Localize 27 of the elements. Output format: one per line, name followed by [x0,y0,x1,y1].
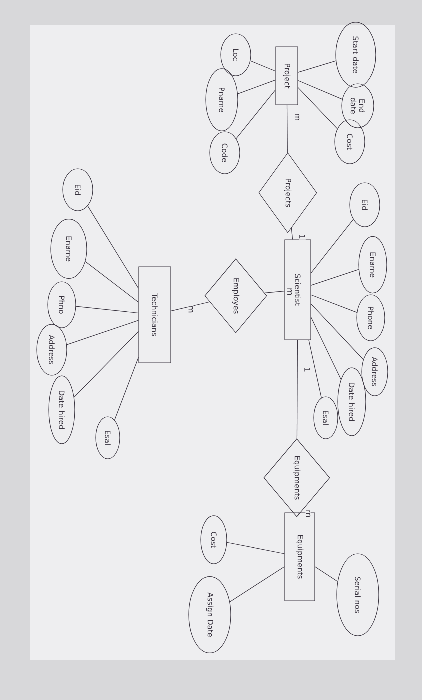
connector-line [298,88,338,130]
connector-line [311,304,364,360]
connector-line [230,566,285,602]
connector-line [298,512,299,516]
connector-line [236,90,276,140]
connector-line [88,206,139,289]
connector-line [311,317,342,380]
connector-line [311,269,360,286]
connector-line [238,80,276,94]
connector-line [298,80,343,100]
connector-line [85,261,139,303]
connector-line [298,60,336,73]
connector-line [311,294,358,313]
connector-line [311,219,354,274]
connector-line [66,320,139,346]
connector-line [171,302,210,312]
connector-line [286,105,288,154]
connector-line [291,228,294,240]
connector-line [226,542,285,554]
connector-line [114,357,139,421]
connector-line [308,340,322,398]
connector-line [74,331,139,398]
connector-line [264,291,285,294]
connector-line [315,566,338,582]
connector-line [296,340,298,440]
connector-line [76,306,139,314]
connector-line [250,60,276,72]
